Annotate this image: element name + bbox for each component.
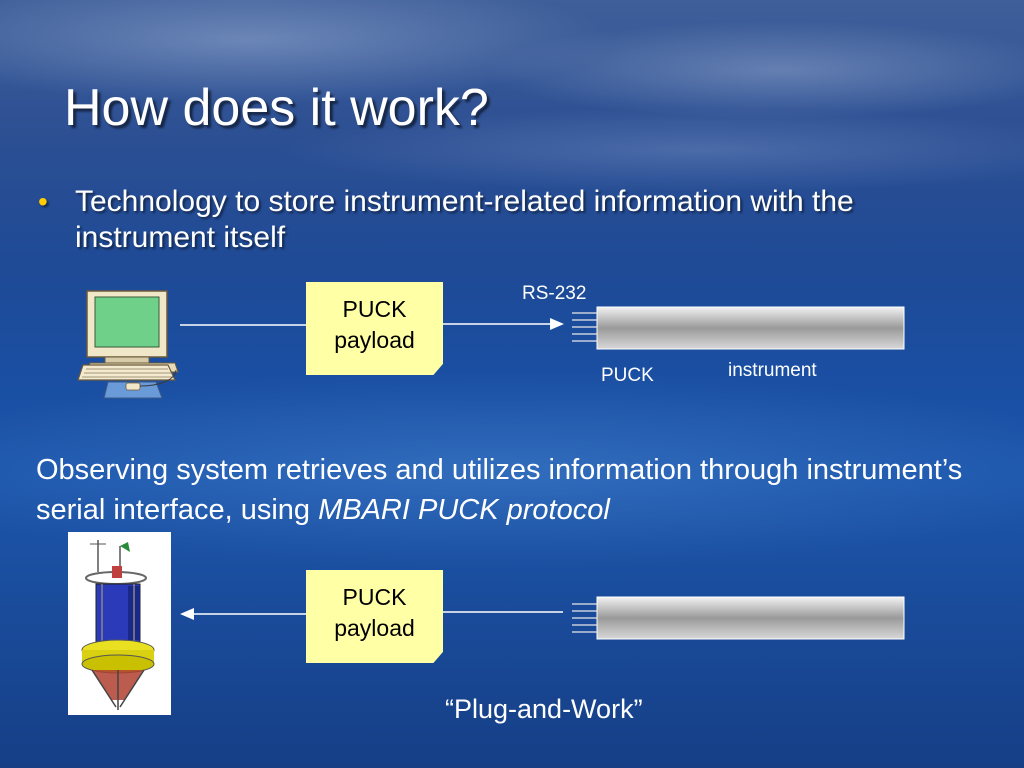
observing-buoy-icon	[81, 540, 155, 710]
plug-and-work-caption: “Plug-and-Work”	[445, 694, 643, 724]
instrument-cylinder-icon	[572, 306, 905, 350]
bullet-marker: •	[38, 186, 48, 217]
puck-payload-box-top: PUCK payload	[306, 282, 443, 375]
bullet-text: Technology to store instrument-related i…	[75, 185, 854, 254]
instrument-cylinder-icon	[572, 596, 905, 640]
instrument-label: instrument	[728, 360, 817, 381]
observing-text-plain: Observing system retrieves and utilizes …	[36, 454, 963, 526]
payload-line2: payload	[334, 615, 415, 641]
buoy-image	[68, 532, 171, 715]
observing-text: Observing system retrieves and utilizes …	[36, 450, 996, 530]
payload-line1: PUCK	[342, 584, 407, 610]
rs232-label: RS-232	[522, 283, 587, 304]
puck-payload-box-bottom: PUCK payload	[306, 570, 443, 663]
payload-line2: payload	[334, 327, 415, 353]
payload-line1: PUCK	[342, 296, 407, 322]
slide-title: How does it work?	[64, 79, 489, 137]
puck-label: PUCK	[601, 365, 654, 386]
observing-text-protocol: MBARI PUCK protocol	[318, 494, 610, 526]
bullet-item: • Technology to store instrument-related…	[38, 184, 998, 256]
